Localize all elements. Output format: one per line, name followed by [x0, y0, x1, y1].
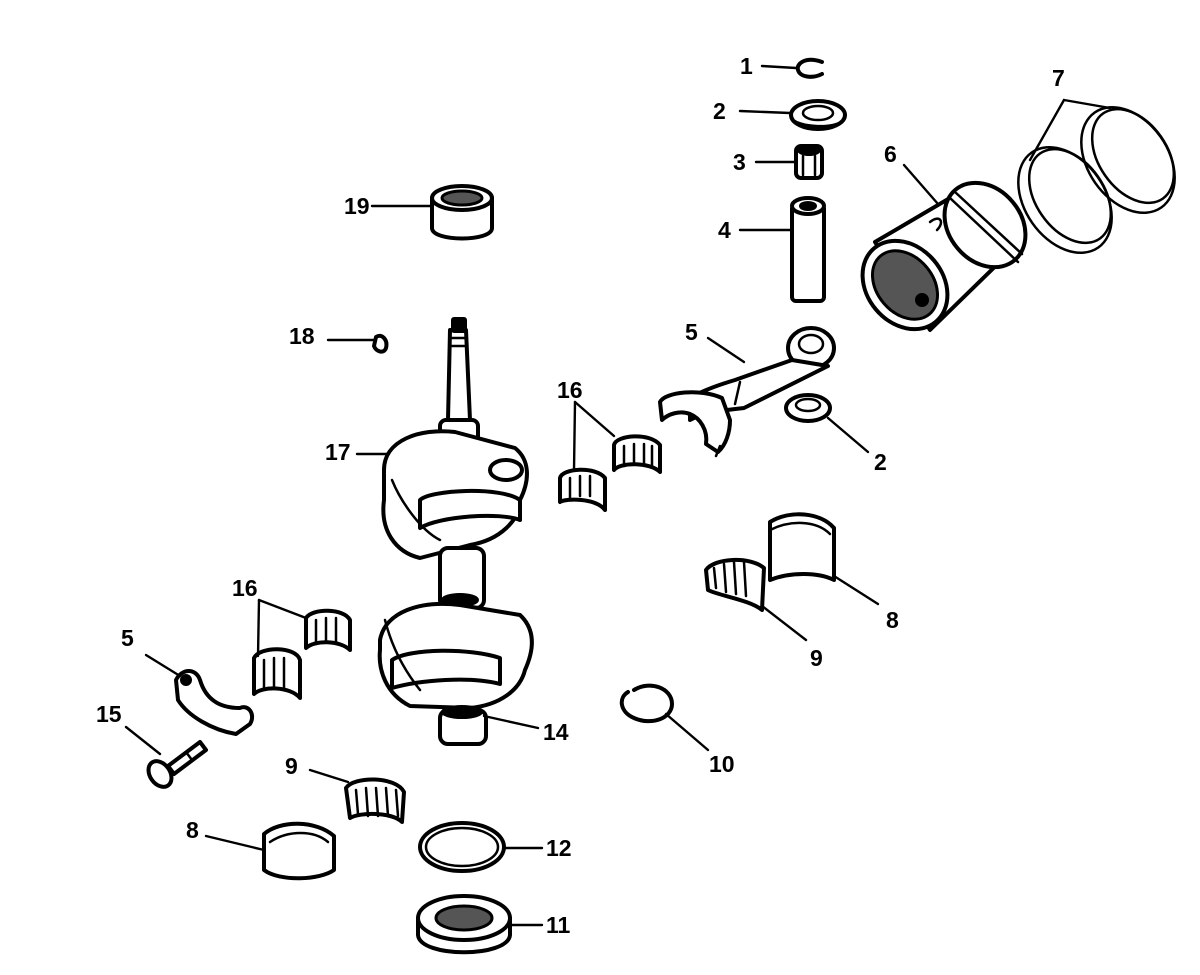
callout-6: 6 — [884, 141, 897, 167]
part-needle-bearing-lower — [344, 777, 406, 824]
callout-14: 14 — [543, 719, 569, 745]
part-rod-cap — [174, 669, 255, 736]
part-wrist-pin — [790, 196, 826, 303]
part-oil-seal — [416, 894, 512, 955]
part-bushing — [430, 184, 494, 241]
part-retaining-ring — [619, 683, 674, 724]
callout-19: 19 — [344, 193, 370, 219]
part-piston-rings — [1017, 105, 1176, 255]
callout-10: 10 — [709, 751, 735, 777]
callout-11: 11 — [546, 912, 571, 938]
callout-4: 4 — [718, 217, 731, 243]
callout-8-lower: 8 — [186, 817, 199, 843]
callout-15: 15 — [96, 701, 122, 727]
part-wrist-pin-bearing — [794, 144, 824, 180]
part-crankshaft — [377, 317, 534, 746]
callout-5-upper: 5 — [685, 319, 698, 345]
callout-2-upper: 2 — [713, 98, 726, 124]
callout-18: 18 — [289, 323, 315, 349]
leader-lines — [124, 64, 1112, 927]
part-bearing-race-upper — [768, 512, 836, 582]
part-needle-bearing-cage-upper — [558, 434, 662, 512]
callout-2-lower: 2 — [874, 449, 887, 475]
part-connecting-rod — [658, 326, 836, 458]
callout-9-upper: 9 — [810, 645, 823, 671]
part-screw — [146, 740, 208, 789]
callout-3: 3 — [733, 149, 746, 175]
callout-9-lower: 9 — [285, 753, 298, 779]
callout-8-upper: 8 — [886, 607, 899, 633]
callout-16-lower: 16 — [232, 575, 258, 601]
part-thrust-washer-lower — [784, 393, 832, 423]
callout-labels: 1 2 3 4 5 6 7 19 18 17 16 2 8 9 16 5 15 … — [96, 53, 1065, 938]
callout-5-lower: 5 — [121, 625, 134, 651]
part-needle-bearing-cage-lower — [252, 608, 352, 700]
callout-17: 17 — [325, 439, 351, 465]
part-o-ring — [418, 821, 506, 873]
part-piston — [860, 180, 1028, 332]
callout-7: 7 — [1052, 65, 1065, 91]
callout-1: 1 — [740, 53, 753, 79]
callout-12: 12 — [546, 835, 572, 861]
part-bearing-race-lower — [262, 821, 336, 881]
part-needle-bearing-upper — [704, 557, 766, 612]
part-woodruff-key — [372, 333, 389, 354]
part-thrust-washer-upper — [789, 99, 847, 131]
callout-16-upper: 16 — [557, 377, 583, 403]
part-retaining-clip — [795, 57, 824, 79]
